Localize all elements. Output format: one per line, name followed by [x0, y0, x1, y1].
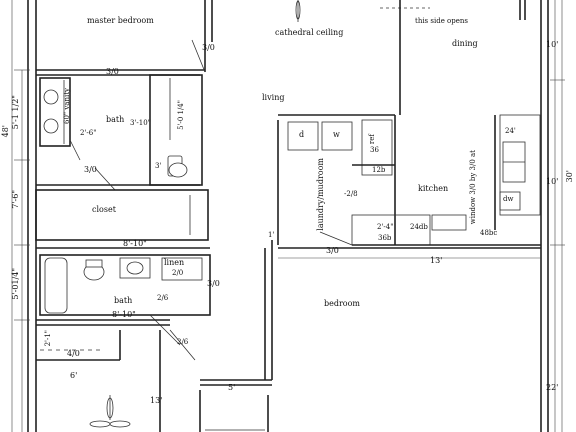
- door-linen-20: 2/0: [172, 269, 184, 277]
- upper-bath: [36, 74, 203, 191]
- appliance-washer: w: [333, 130, 340, 139]
- master-bedroom-walls: [36, 0, 430, 76]
- kitchen-area: [277, 114, 541, 259]
- room-label-kitchen: kitchen: [418, 184, 449, 193]
- cabinet-24: 24': [505, 127, 516, 135]
- window-label: window 3/0 by 3/0 at: [469, 150, 477, 225]
- door-closet-30: 3/0: [84, 165, 97, 174]
- cabinet-36b: 36b: [378, 234, 392, 242]
- dim-30: 30': [565, 170, 574, 183]
- room-label-closet: closet: [92, 205, 116, 214]
- room-label-bath-upper: bath: [106, 115, 125, 124]
- room-label-living: living: [262, 93, 285, 102]
- dim-8-10-lower: 8'-10": [112, 310, 136, 319]
- appliance-dw: dw: [503, 195, 514, 203]
- door-40: 4/0: [67, 349, 80, 358]
- appliance-dryer: d: [299, 130, 305, 139]
- room-label-master-bedroom: master bedroom: [87, 16, 154, 25]
- dim-6: 6': [70, 371, 78, 380]
- cabinet-12b: 12b: [372, 166, 386, 174]
- room-label-bath-lower: bath: [114, 296, 133, 305]
- dim-8-10-upper: 8'-10": [123, 239, 147, 248]
- room-label-linen: linen: [164, 258, 185, 267]
- door-bath-26a: 2/6: [157, 294, 169, 302]
- dim-10-mid: 10': [546, 177, 559, 186]
- dim-5-0-1-4: 5'-0 1/4": [177, 100, 185, 130]
- center-walls: [199, 240, 273, 432]
- dim-1: 1': [268, 231, 275, 239]
- dim-13-low: 13': [150, 396, 163, 405]
- dim-2-6: 2'-6": [80, 129, 97, 137]
- dim-3: 3': [155, 162, 162, 170]
- dim-2-1: 2'-1": [44, 330, 52, 347]
- appliance-refrigerator: ref: [368, 134, 376, 145]
- cabinet-48bc: 48bc: [480, 229, 498, 237]
- room-label-laundry: laundry/mudroom: [316, 158, 325, 231]
- dim-7-6: 7'-6": [11, 190, 20, 209]
- lower-bath: [36, 254, 211, 361]
- living-divider: [399, 0, 526, 115]
- dim-5-low: 5': [228, 383, 236, 392]
- lower-left-room: [36, 330, 161, 432]
- dim-3-10: 3'-10": [130, 119, 151, 127]
- dim-vanity: 60" vanity: [63, 88, 71, 124]
- dim-13-kitchen: 13': [430, 256, 443, 265]
- door-kitchen-28: -2/8: [344, 190, 358, 198]
- closet: [35, 189, 210, 249]
- door-bath-30: 3/0: [106, 67, 119, 76]
- cabinet-36: 36: [370, 146, 379, 154]
- room-label-cathedral-ceiling: cathedral ceiling: [275, 28, 344, 37]
- dim-5-1-2: 5'-1 1/2": [11, 95, 20, 130]
- room-label-dining: dining: [452, 39, 478, 48]
- dimension-lines: [11, 0, 565, 432]
- dishwasher-24db: 24db: [410, 223, 428, 231]
- room-label-bedroom: bedroom: [324, 299, 361, 308]
- door-linen-30: 3/0: [207, 279, 220, 288]
- dim-5-01-4: 5'-01/4": [11, 268, 20, 300]
- annotation-this-side-opens: this side opens: [415, 17, 468, 25]
- dim-2-4: 2'-4": [377, 223, 394, 231]
- door-bath-26b: 2/6: [177, 338, 189, 346]
- door-hall-30: 3/0: [326, 246, 339, 255]
- dim-22: 22': [546, 383, 559, 392]
- dim-48: 48': [1, 125, 10, 138]
- door-master-30: 3/0: [202, 43, 215, 52]
- dim-10-top: 10': [546, 40, 559, 49]
